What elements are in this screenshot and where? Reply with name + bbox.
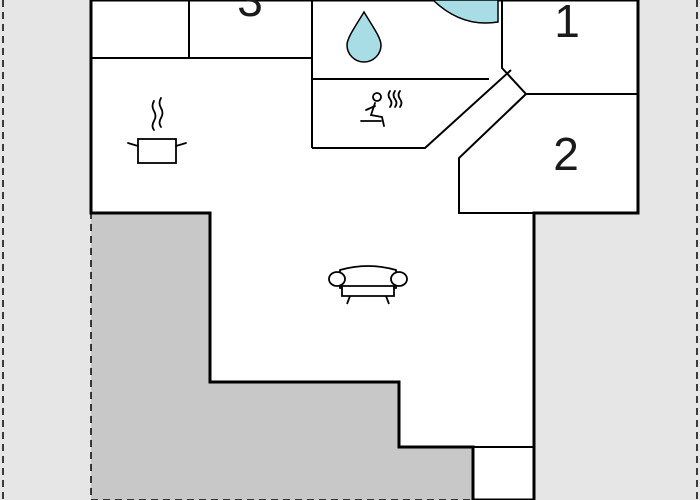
interior-walls (91, 0, 638, 214)
sauna-icon (360, 90, 403, 127)
cooking-pot-icon (127, 97, 187, 164)
sofa-icon (328, 265, 408, 305)
room-label-1: 1 (554, 0, 580, 47)
pool-icon (431, 0, 499, 24)
room-label-3: 3 (237, 0, 263, 26)
water-drop-icon (346, 10, 382, 63)
room-label-2: 2 (553, 128, 579, 180)
